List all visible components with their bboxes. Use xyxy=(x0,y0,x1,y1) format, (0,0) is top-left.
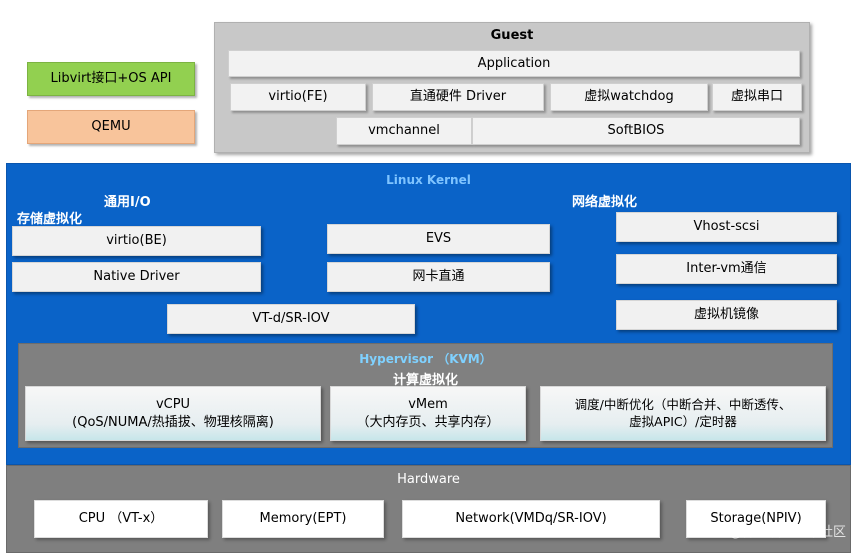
vcpu-title: vCPU xyxy=(155,396,191,412)
vmem-detail: （大内存页、共享内存） xyxy=(356,414,500,430)
qemu-box: QEMU xyxy=(27,110,195,144)
libvirt-box: Libvirt接口+OS API xyxy=(27,62,195,96)
inter-vm-label: Inter-vm通信 xyxy=(686,261,767,277)
application-box: Application xyxy=(228,50,800,77)
cpu-label: CPU （VT-x） xyxy=(78,511,164,527)
softbios-label: SoftBIOS xyxy=(607,123,665,139)
vhost-scsi-label: Vhost-scsi xyxy=(693,219,760,235)
virtual-watchdog-box: 虚拟watchdog xyxy=(550,83,708,111)
virtual-serial-label: 虚拟串口 xyxy=(730,89,783,105)
virtio-be-label: virtio(BE) xyxy=(106,233,167,249)
native-driver-box: Native Driver xyxy=(12,262,261,292)
storage-virt-title: 存储虚拟化 xyxy=(17,212,83,227)
vm-image-box: 虚拟机镜像 xyxy=(616,300,837,330)
vtd-sriov-box: VT-d/SR-IOV xyxy=(167,304,415,334)
scheduling-line-1: 调度/中断优化（中断合并、中断透传、 xyxy=(574,396,792,412)
vmem-box: vMem （大内存页、共享内存） xyxy=(330,386,526,441)
general-io-title: 通用I/O xyxy=(104,195,151,210)
compute-virt-title: 计算虚拟化 xyxy=(392,373,458,388)
libvirt-label: Libvirt接口+OS API xyxy=(50,71,172,87)
memory-box: Memory(EPT) xyxy=(222,500,384,538)
vcpu-detail: (QoS/NUMA/热插拔、物理核隔离) xyxy=(72,414,274,430)
vmchannel-box: vmchannel xyxy=(336,117,472,145)
hypervisor-title: Hypervisor （KVM） xyxy=(359,352,492,366)
passthrough-driver-box: 直通硬件 Driver xyxy=(372,83,544,111)
virtio-fe-label: virtio(FE) xyxy=(268,89,328,105)
linux-kernel-title: Linux Kernel xyxy=(386,173,471,187)
nic-passthrough-box: 网卡直通 xyxy=(327,262,550,292)
memory-label: Memory(EPT) xyxy=(259,511,347,527)
network-virt-title: 网络虚拟化 xyxy=(572,195,638,210)
vmem-title: vMem xyxy=(408,396,448,412)
evs-label: EVS xyxy=(425,231,452,247)
passthrough-driver-label: 直通硬件 Driver xyxy=(409,89,507,105)
native-driver-label: Native Driver xyxy=(93,269,180,285)
virtual-serial-box: 虚拟串口 xyxy=(712,83,802,111)
application-label: Application xyxy=(477,55,551,71)
virtual-watchdog-label: 虚拟watchdog xyxy=(584,89,674,105)
evs-box: EVS xyxy=(327,224,550,254)
network-label: Network(VMDq/SR-IOV) xyxy=(455,511,607,527)
vm-image-label: 虚拟机镜像 xyxy=(693,307,759,323)
vmchannel-label: vmchannel xyxy=(368,123,440,139)
qemu-label: QEMU xyxy=(91,119,131,135)
storage-box: Storage(NPIV) xyxy=(686,500,826,538)
scheduling-line-2: 虚拟APIC）/定时器 xyxy=(629,413,737,429)
nic-passthrough-label: 网卡直通 xyxy=(412,269,465,285)
cpu-box: CPU （VT-x） xyxy=(34,500,208,538)
hardware-title: Hardware xyxy=(397,472,460,487)
vtd-sriov-label: VT-d/SR-IOV xyxy=(252,311,330,327)
scheduling-box: 调度/中断优化（中断合并、中断透传、 虚拟APIC）/定时器 xyxy=(540,386,826,441)
virtio-be-box: virtio(BE) xyxy=(12,226,261,256)
storage-label: Storage(NPIV) xyxy=(710,511,802,527)
softbios-box: SoftBIOS xyxy=(472,117,800,145)
inter-vm-box: Inter-vm通信 xyxy=(616,254,837,284)
watermark-text: @稀土掘金技术社区 xyxy=(728,525,846,540)
network-box: Network(VMDq/SR-IOV) xyxy=(402,500,660,538)
vhost-scsi-box: Vhost-scsi xyxy=(616,212,837,242)
vcpu-box: vCPU (QoS/NUMA/热插拔、物理核隔离) xyxy=(25,386,321,441)
guest-title: Guest xyxy=(490,28,534,43)
virtio-fe-box: virtio(FE) xyxy=(230,83,366,111)
